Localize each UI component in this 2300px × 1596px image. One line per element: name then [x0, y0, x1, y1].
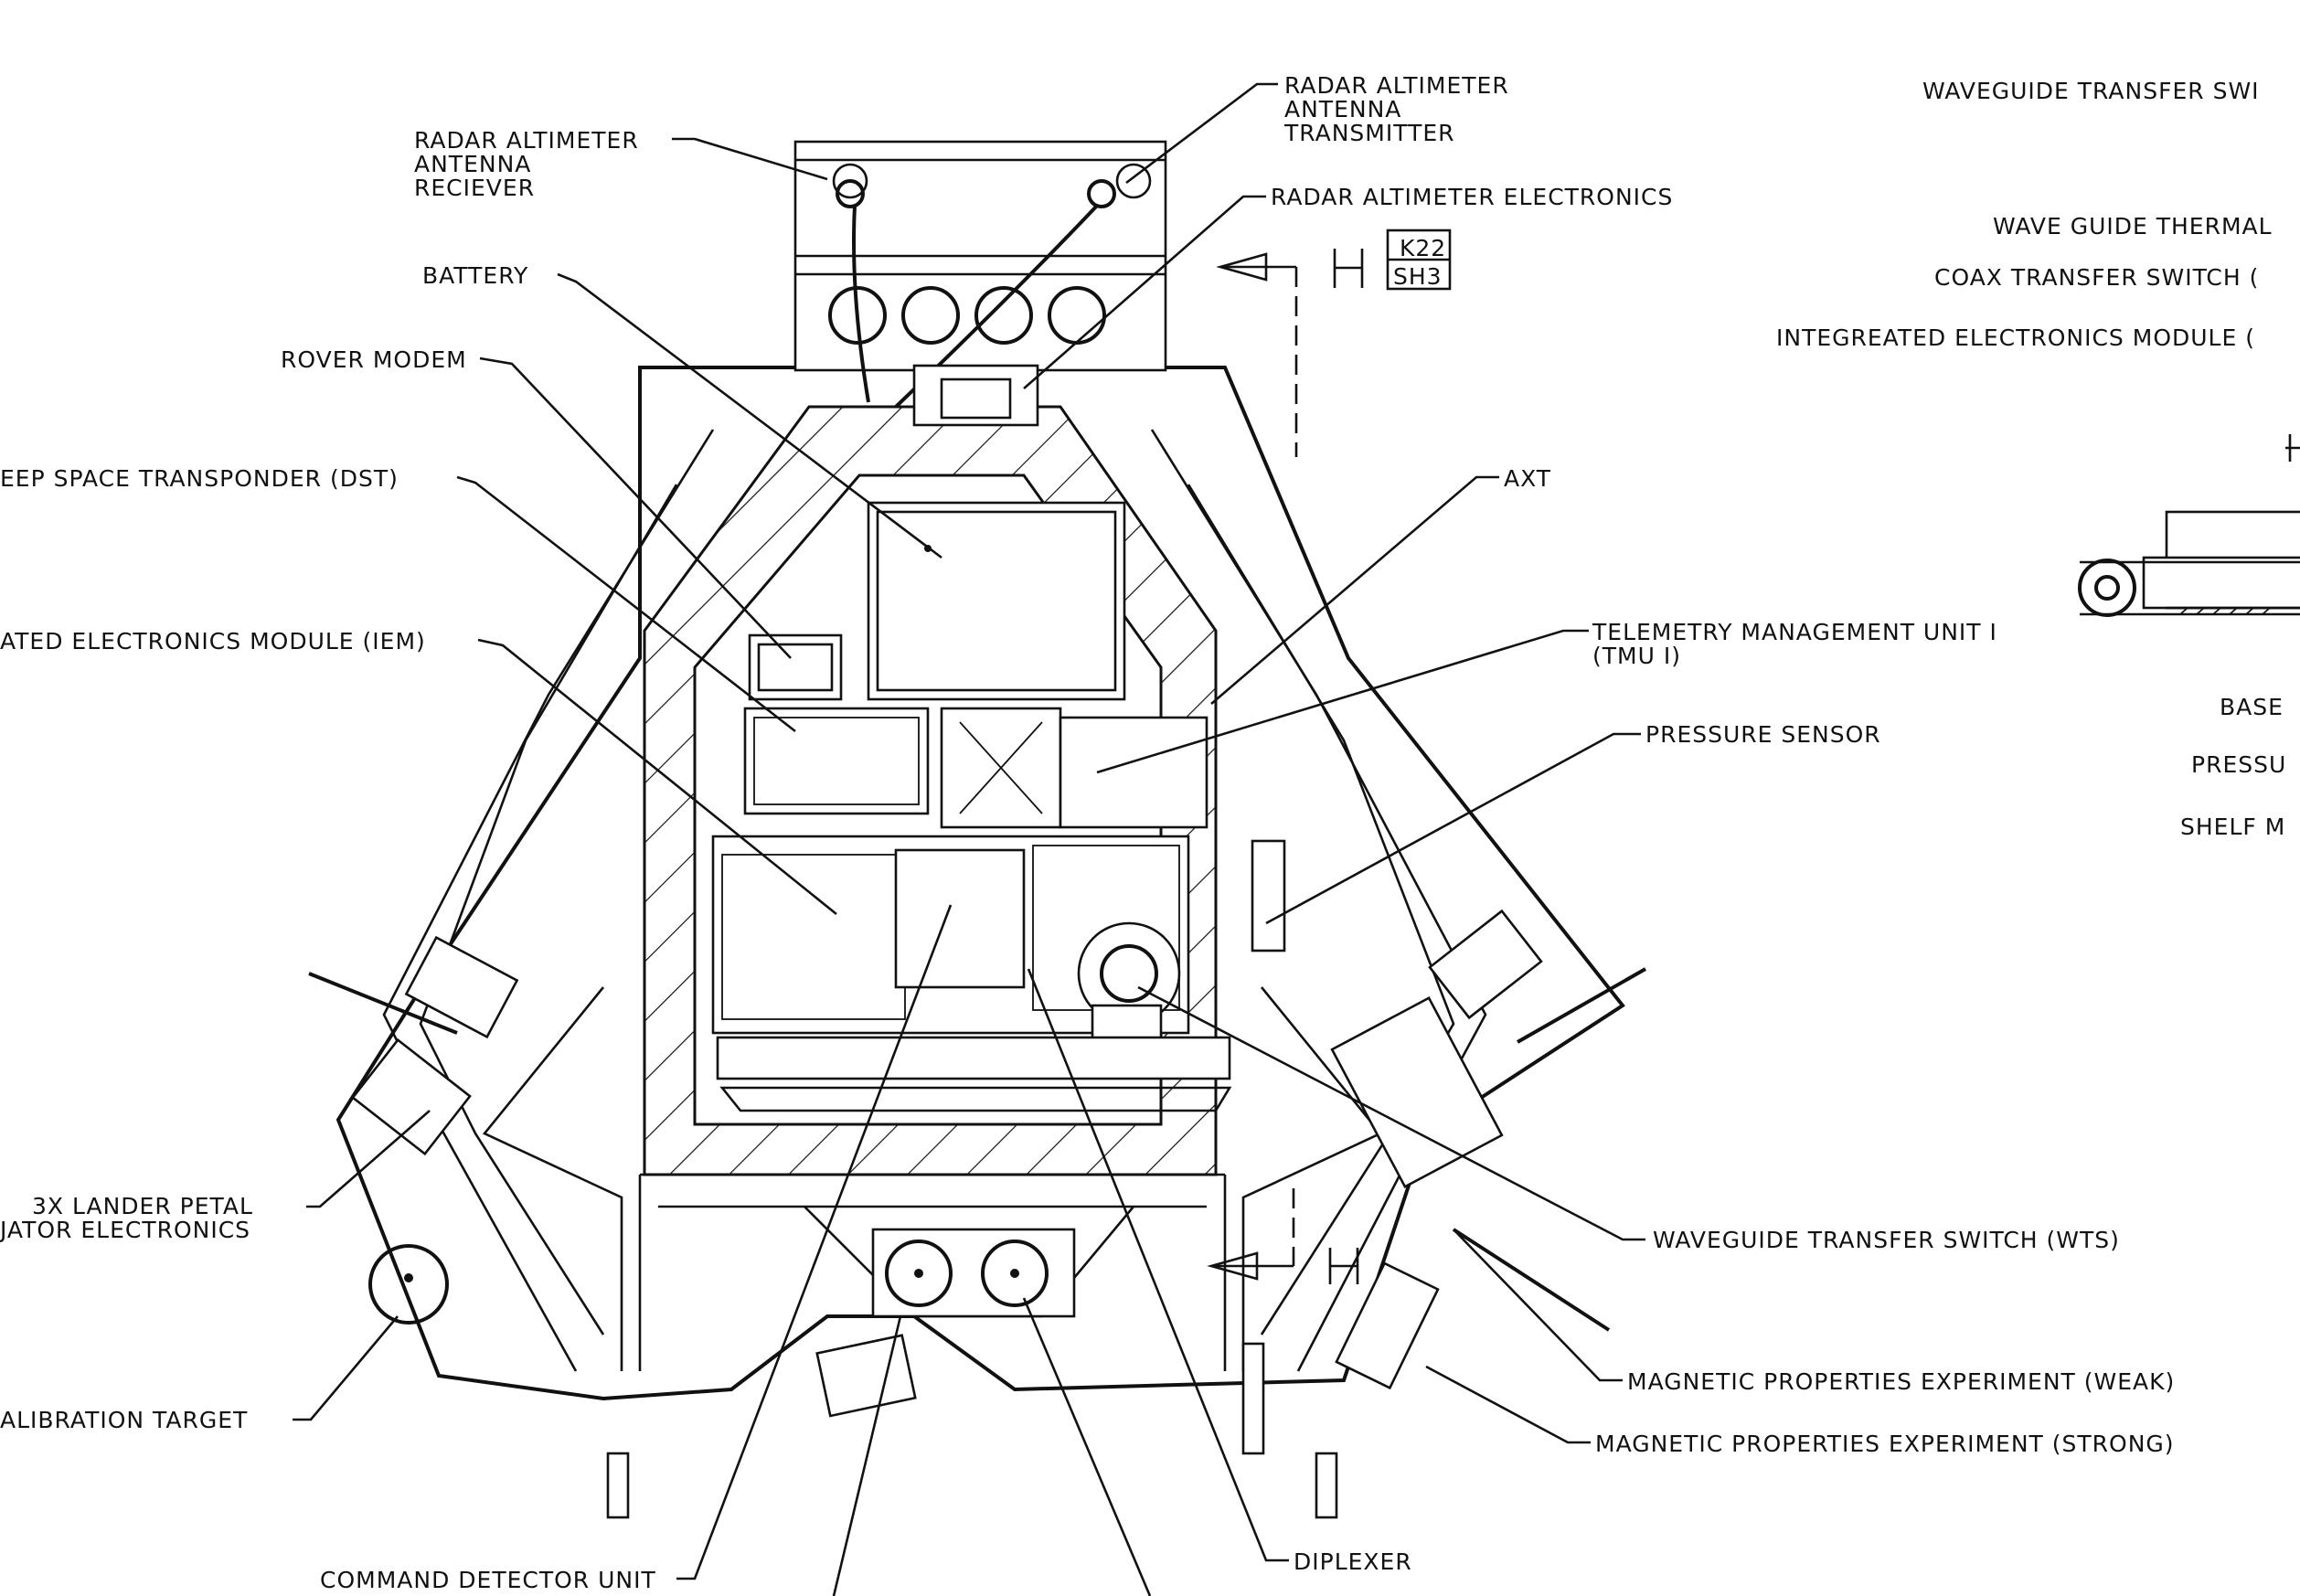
- label-axt: AXT: [1504, 465, 1551, 492]
- label-diplexer: DIPLEXER: [1294, 1548, 1412, 1575]
- right-label-pressure: PRESSU: [2191, 751, 2286, 778]
- label-radar-altimeter-receiver-line2: ANTENNA: [414, 151, 531, 177]
- label-radar-altimeter-electronics: RADAR ALTIMETER ELECTRONICS: [1271, 184, 1673, 210]
- right-side-view: [2078, 434, 2300, 617]
- label-command-detector-unit: COMMAND DETECTOR UNIT: [320, 1567, 656, 1593]
- label-radar-altimeter-transmitter-line2: ANTENNA: [1284, 96, 1401, 122]
- internal-electronics: [711, 501, 1286, 1112]
- right-label-waveguide-transfer-switch: WAVEGUIDE TRANSFER SWI: [1922, 78, 2260, 104]
- right-label-base: BASE: [2220, 694, 2284, 720]
- label-magnetic-weak: MAGNETIC PROPERTIES EXPERIMENT (WEAK): [1627, 1368, 2175, 1395]
- label-radar-altimeter-receiver-line3: RECIEVER: [414, 175, 535, 201]
- lander-structure: [335, 366, 1625, 1401]
- right-label-wave-guide-thermal: WAVE GUIDE THERMAL: [1993, 213, 2273, 239]
- label-integrated-electronics-module: ATED ELECTRONICS MODULE (IEM): [0, 628, 426, 654]
- label-waveguide-transfer-switch: WAVEGUIDE TRANSFER SWITCH (WTS): [1653, 1227, 2120, 1253]
- label-calibration-target: ALIBRATION TARGET: [0, 1407, 248, 1433]
- label-magnetic-strong: MAGNETIC PROPERTIES EXPERIMENT (STRONG): [1595, 1431, 2175, 1457]
- label-radar-altimeter-transmitter-line3: TRANSMITTER: [1283, 120, 1455, 146]
- section-marker-top: K22: [1400, 235, 1446, 261]
- label-actuator-electronics-line1: 3X LANDER PETAL: [32, 1193, 253, 1219]
- section-markers: K22 SH3: [1207, 229, 1452, 1284]
- radar-altimeter-housing: [793, 140, 1167, 427]
- right-label-shelf: SHELF M: [2180, 814, 2285, 840]
- label-radar-altimeter-transmitter-line1: RADAR ALTIMETER: [1284, 72, 1509, 99]
- right-label-integrated-electronics-module: INTEGREATED ELECTRONICS MODULE (: [1776, 325, 2255, 351]
- leader-lines: [293, 82, 1645, 1596]
- labels: RADAR ALTIMETER ANTENNA RECIEVER RADAR A…: [0, 72, 2286, 1593]
- label-battery: BATTERY: [422, 262, 528, 289]
- label-pressure-sensor: PRESSURE SENSOR: [1645, 721, 1881, 748]
- label-tmu-line2: (TMU I): [1592, 643, 1681, 669]
- label-deep-space-transponder: EEP SPACE TRANSPONDER (DST): [0, 465, 399, 492]
- lower-equipment: [308, 909, 1646, 1519]
- label-rover-modem: ROVER MODEM: [281, 346, 467, 373]
- label-tmu-line1: TELEMETRY MANAGEMENT UNIT I: [1592, 619, 1997, 645]
- right-label-coax-transfer-switch: COAX TRANSFER SWITCH (: [1934, 264, 2259, 291]
- section-marker-bottom: SH3: [1393, 263, 1443, 290]
- label-radar-altimeter-receiver-line1: RADAR ALTIMETER: [414, 127, 639, 154]
- label-actuator-electronics-line2: JATOR ELECTRONICS: [0, 1217, 250, 1243]
- hatched-insulation: [643, 405, 1218, 1176]
